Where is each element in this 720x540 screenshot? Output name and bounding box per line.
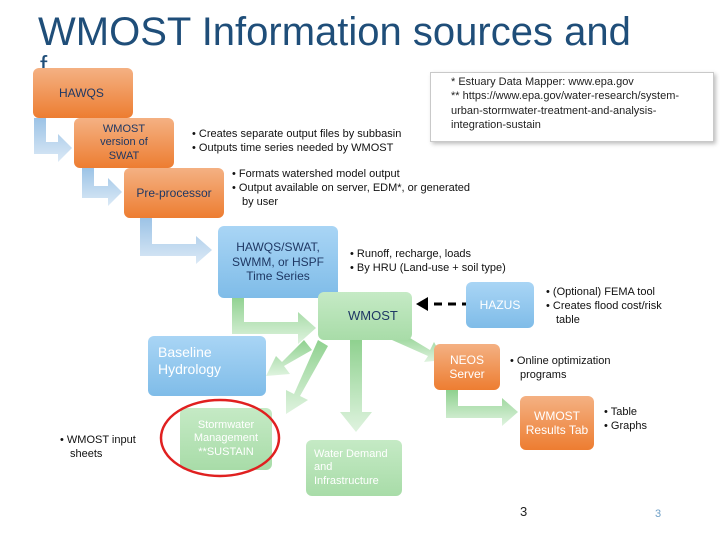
results-bullets: • Table • Graphs — [604, 406, 674, 434]
timeseries-label: HAWQS/SWAT, SWMM, or HSPF Time Series — [232, 240, 324, 284]
hazus-arrowhead — [416, 297, 428, 311]
baseline-box: Baseline Hydrology — [148, 336, 266, 396]
bullet: • Table — [604, 406, 638, 418]
elbow-arrow-4 — [232, 296, 316, 344]
footnote-line-1: * Estuary Data Mapper: www.epa.gov — [451, 76, 634, 88]
bullet: • Output available on server, EDM*, or g… — [232, 181, 471, 208]
hazus-box: HAZUS — [466, 282, 534, 328]
wmost-swat-bullets: • Creates separate output files by subba… — [192, 128, 422, 156]
timeseries-bullets: • Runoff, recharge, loads • By HRU (Land… — [350, 248, 530, 276]
bullet: • Online optimization programs — [510, 355, 611, 381]
stormwater-highlight-ring — [159, 398, 281, 478]
hazus-bullets: • (Optional) FEMA tool • Creates flood c… — [546, 286, 676, 327]
arrow-to-water-demand — [340, 340, 372, 432]
results-box: WMOST Results Tab — [520, 396, 594, 450]
bullet: • Creates separate output files by subba… — [192, 128, 402, 140]
footnote-box: * Estuary Data Mapper: www.epa.gov ** ht… — [430, 72, 714, 142]
title-fragment: f — [40, 50, 48, 80]
page-number: 3 — [520, 504, 528, 519]
elbow-arrow-neos — [446, 390, 518, 426]
hazus-label: HAZUS — [479, 297, 521, 312]
bullet: • Creates flood cost/risk table — [546, 299, 662, 326]
bullet: • Outputs time series needed by WMOST — [192, 141, 394, 154]
wmost-label: WMOST — [348, 308, 398, 323]
neos-label: NEOS Server — [449, 352, 485, 381]
neos-box: NEOS Server — [434, 344, 500, 390]
stormwater-box: Stormwater Management **SUSTAIN — [180, 408, 272, 470]
arrow-to-stormwater — [286, 340, 328, 414]
page-title: WMOST Information sources and — [38, 10, 631, 54]
elbow-arrow-1 — [34, 118, 72, 162]
wmost-swat-box: WMOST version of SWAT — [74, 118, 174, 168]
neos-bullets: • Online optimization programs — [510, 355, 630, 383]
bullet: • Formats watershed model output — [232, 168, 400, 180]
bullet: • (Optional) FEMA tool — [546, 286, 656, 298]
bullet: • WMOST input sheets — [60, 434, 136, 460]
baseline-bullets: • WMOST input sheets — [60, 434, 150, 462]
slide-number: 3 — [655, 508, 662, 520]
elbow-arrow-2 — [82, 168, 122, 206]
arrow-to-baseline — [266, 340, 312, 376]
preprocessor-label: Pre-processor — [136, 185, 212, 200]
water-demand-box: Water Demand and Infrastructure — [306, 440, 402, 496]
timeseries-box: HAWQS/SWAT, SWMM, or HSPF Time Series — [218, 226, 338, 298]
stormwater-label: Stormwater Management **SUSTAIN — [193, 419, 259, 458]
baseline-label: Baseline Hydrology — [158, 344, 222, 377]
water-demand-label: Water Demand and Infrastructure — [314, 448, 388, 487]
preprocessor-bullets: • Formats watershed model output • Outpu… — [232, 168, 482, 209]
hawqs-label: HAWQS — [59, 86, 104, 100]
hawqs-box: HAWQS — [33, 68, 133, 118]
title-area: WMOST Information sources and — [0, 0, 720, 60]
bullet: • Graphs — [604, 419, 647, 432]
preprocessor-box: Pre-processor — [124, 168, 224, 218]
footnote-line-2: ** https://www.epa.gov/water-research/sy… — [451, 90, 680, 131]
bullet: • By HRU (Land-use + soil type) — [350, 261, 506, 274]
elbow-arrow-3 — [140, 218, 212, 264]
wmost-swat-label: WMOST version of SWAT — [100, 123, 148, 162]
bullet: • Runoff, recharge, loads — [350, 248, 472, 260]
wmost-box: WMOST — [318, 292, 412, 340]
results-label: WMOST Results Tab — [525, 408, 589, 437]
